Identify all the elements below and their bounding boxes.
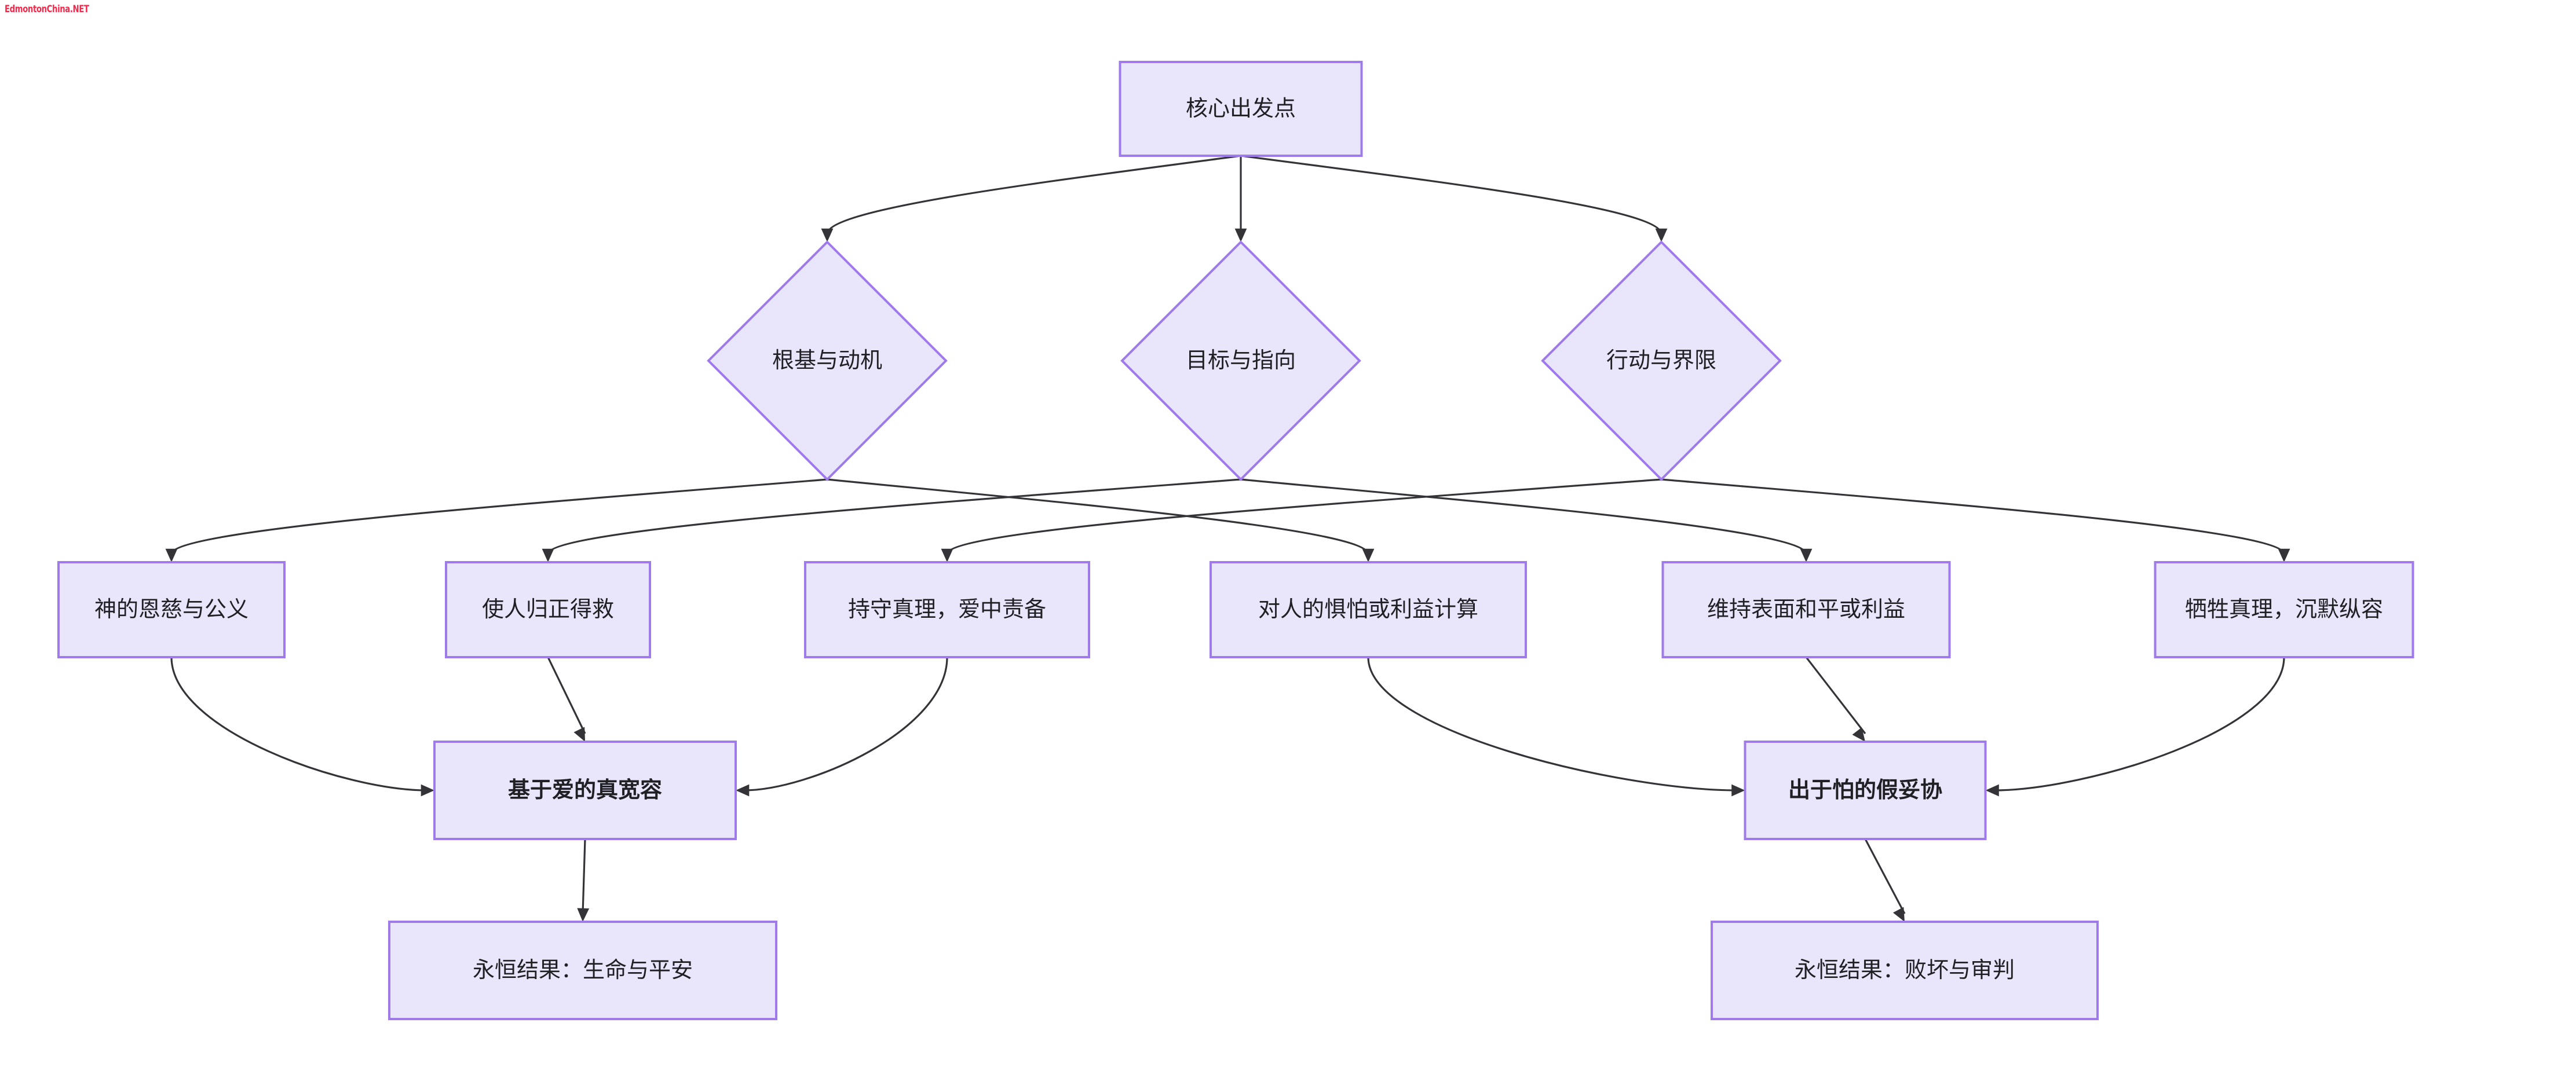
node-shape-rect	[57, 561, 286, 658]
edge-line	[547, 478, 1241, 555]
node-shape-rect	[1661, 561, 1951, 658]
edge-d1-to-b1	[165, 478, 828, 562]
node-b6[interactable]: 牺牲真理，沉默纵容	[2154, 561, 2414, 658]
edge-arrowhead	[421, 784, 434, 797]
edge-line	[743, 657, 948, 791]
node-label-r1: 基于爱的真宽容	[508, 778, 662, 802]
node-label-b6: 牺牲真理，沉默纵容	[2185, 598, 2383, 622]
node-label-d1: 根基与动机	[772, 349, 882, 373]
edge-line	[1240, 478, 1807, 555]
edge-root-to-d2	[1234, 156, 1247, 242]
node-shape-rect	[433, 741, 737, 840]
edge-arrowhead	[573, 727, 585, 742]
edge-d3-to-b6	[1661, 478, 2290, 562]
node-label-b3: 持守真理，爱中责备	[848, 598, 1046, 622]
node-label-b1: 神的恩慈与公义	[94, 598, 249, 622]
edge-line	[1864, 838, 1906, 914]
edge-arrowhead	[542, 548, 554, 562]
edge-arrowhead	[941, 548, 953, 562]
edge-b5-to-r2	[1805, 657, 1866, 742]
edge-d3-to-b3	[941, 478, 1662, 562]
edge-arrowhead	[1731, 784, 1745, 797]
edge-line	[1993, 657, 2285, 791]
node-shape-rect	[2154, 561, 2414, 658]
edge-arrowhead	[821, 228, 834, 242]
edge-b2-to-r1	[547, 657, 586, 742]
node-d3[interactable]: 行动与界限	[1541, 240, 1782, 481]
edge-line	[826, 155, 1241, 234]
edge-b3-to-r1	[736, 657, 948, 797]
node-label-o1: 永恒结果：生命与平安	[473, 958, 693, 983]
node-o2[interactable]: 永恒结果：败坏与审判	[1711, 921, 2099, 1020]
node-r1[interactable]: 基于爱的真宽容	[433, 741, 737, 840]
edge-root-to-d3	[1240, 155, 1668, 242]
edge-arrowhead	[736, 784, 750, 797]
edge-layer	[165, 155, 2290, 922]
edge-arrowhead	[1985, 784, 1999, 797]
site-watermark: EdmontonChina.NET	[5, 3, 89, 15]
edge-arrowhead	[1655, 228, 1668, 242]
node-r2[interactable]: 出于怕的假妥协	[1744, 741, 1987, 840]
edge-line	[170, 478, 828, 555]
node-shape-diamond	[1120, 240, 1361, 481]
edge-b1-to-r1	[170, 657, 434, 797]
node-shape-diamond	[707, 240, 948, 481]
edge-arrowhead	[1362, 548, 1375, 562]
node-label-d2: 目标与指向	[1186, 349, 1296, 373]
edge-arrowhead	[165, 548, 178, 562]
edge-r1-to-o1	[577, 838, 590, 922]
edge-arrowhead	[2278, 548, 2290, 562]
edge-arrowhead	[1852, 727, 1865, 742]
node-shape-rect	[445, 561, 651, 658]
edge-arrowhead	[1234, 228, 1247, 242]
node-label-b2: 使人归正得救	[482, 598, 614, 622]
edge-d1-to-b4	[827, 478, 1375, 562]
edge-arrowhead	[577, 908, 590, 922]
edge-d2-to-b2	[542, 478, 1241, 562]
edge-root-to-d1	[821, 155, 1241, 242]
node-shape-rect	[1119, 61, 1363, 157]
node-b5[interactable]: 维持表面和平或利益	[1661, 561, 1951, 658]
edge-line	[1240, 155, 1662, 234]
edge-line	[1367, 657, 1737, 791]
node-label-root: 核心出发点	[1186, 97, 1296, 121]
edge-arrowhead	[1800, 548, 1813, 562]
node-b2[interactable]: 使人归正得救	[445, 561, 651, 658]
node-d1[interactable]: 根基与动机	[707, 240, 948, 481]
edge-b6-to-r2	[1985, 657, 2285, 797]
edge-r2-to-o2	[1864, 838, 1906, 922]
node-root[interactable]: 核心出发点	[1119, 61, 1363, 157]
node-shape-rect	[1744, 741, 1987, 840]
edge-line	[946, 478, 1662, 555]
node-shape-rect	[1210, 561, 1527, 658]
node-o1[interactable]: 永恒结果：生命与平安	[388, 921, 777, 1020]
node-b3[interactable]: 持守真理，爱中责备	[804, 561, 1090, 658]
node-shape-diamond	[1541, 240, 1782, 481]
edge-arrowhead	[1892, 907, 1905, 922]
edge-line	[547, 657, 586, 734]
node-shape-rect	[388, 921, 777, 1020]
node-b1[interactable]: 神的恩慈与公义	[57, 561, 286, 658]
node-label-o2: 永恒结果：败坏与审判	[1795, 958, 2015, 983]
edge-d2-to-b5	[1240, 478, 1813, 562]
edge-line	[170, 657, 427, 791]
node-label-r2: 出于怕的假妥协	[1788, 778, 1942, 802]
edge-line	[1805, 657, 1866, 734]
node-shape-rect	[804, 561, 1090, 658]
node-d2[interactable]: 目标与指向	[1120, 240, 1361, 481]
node-shape-rect	[1711, 921, 2099, 1020]
node-label-b4: 对人的惧怕或利益计算	[1258, 598, 1478, 622]
edge-b4-to-r2	[1367, 657, 1745, 797]
edge-line	[1661, 478, 2285, 555]
edge-line	[582, 838, 586, 914]
node-label-d3: 行动与界限	[1606, 349, 1716, 373]
node-b4[interactable]: 对人的惧怕或利益计算	[1210, 561, 1527, 658]
node-label-b5: 维持表面和平或利益	[1707, 598, 1905, 622]
